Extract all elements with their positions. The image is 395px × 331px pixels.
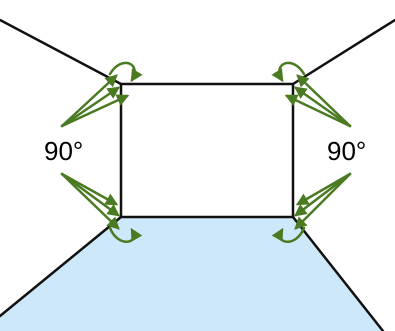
pointer-line-br-3 bbox=[294, 172, 352, 230]
pointer-line-tl-3 bbox=[60, 94, 130, 128]
edge-bottom-left bbox=[0, 215, 123, 318]
edge-top-left bbox=[0, 18, 123, 86]
left-angle-label: 90° bbox=[44, 136, 83, 166]
pointer-line-bl-3 bbox=[60, 172, 120, 230]
curved-arrow-icon-top-left bbox=[108, 61, 143, 83]
curved-arrow-icon-top-right bbox=[271, 61, 306, 83]
edge-top-right bbox=[291, 18, 395, 86]
back-wall bbox=[119, 82, 295, 219]
curved-arrow-icon-bottom-right bbox=[271, 226, 306, 243]
curved-arrow-icon-bottom-left bbox=[108, 226, 143, 243]
pointer-line-tl-1 bbox=[60, 74, 118, 128]
pointer-line-br-1 bbox=[295, 172, 352, 206]
right-angle-label: 90° bbox=[327, 136, 366, 166]
pointer-line-tr-2 bbox=[293, 86, 352, 128]
pointer-line-tl-2 bbox=[60, 86, 121, 128]
edge-bottom-right bbox=[291, 215, 385, 331]
pointer-line-bl-1 bbox=[60, 172, 119, 206]
pointer-line-tr-3 bbox=[284, 94, 352, 128]
pointer-line-br-2 bbox=[294, 172, 352, 217]
pointer-line-tr-1 bbox=[296, 74, 352, 128]
floor-plane bbox=[0, 217, 383, 331]
pointer-line-bl-2 bbox=[60, 172, 121, 217]
